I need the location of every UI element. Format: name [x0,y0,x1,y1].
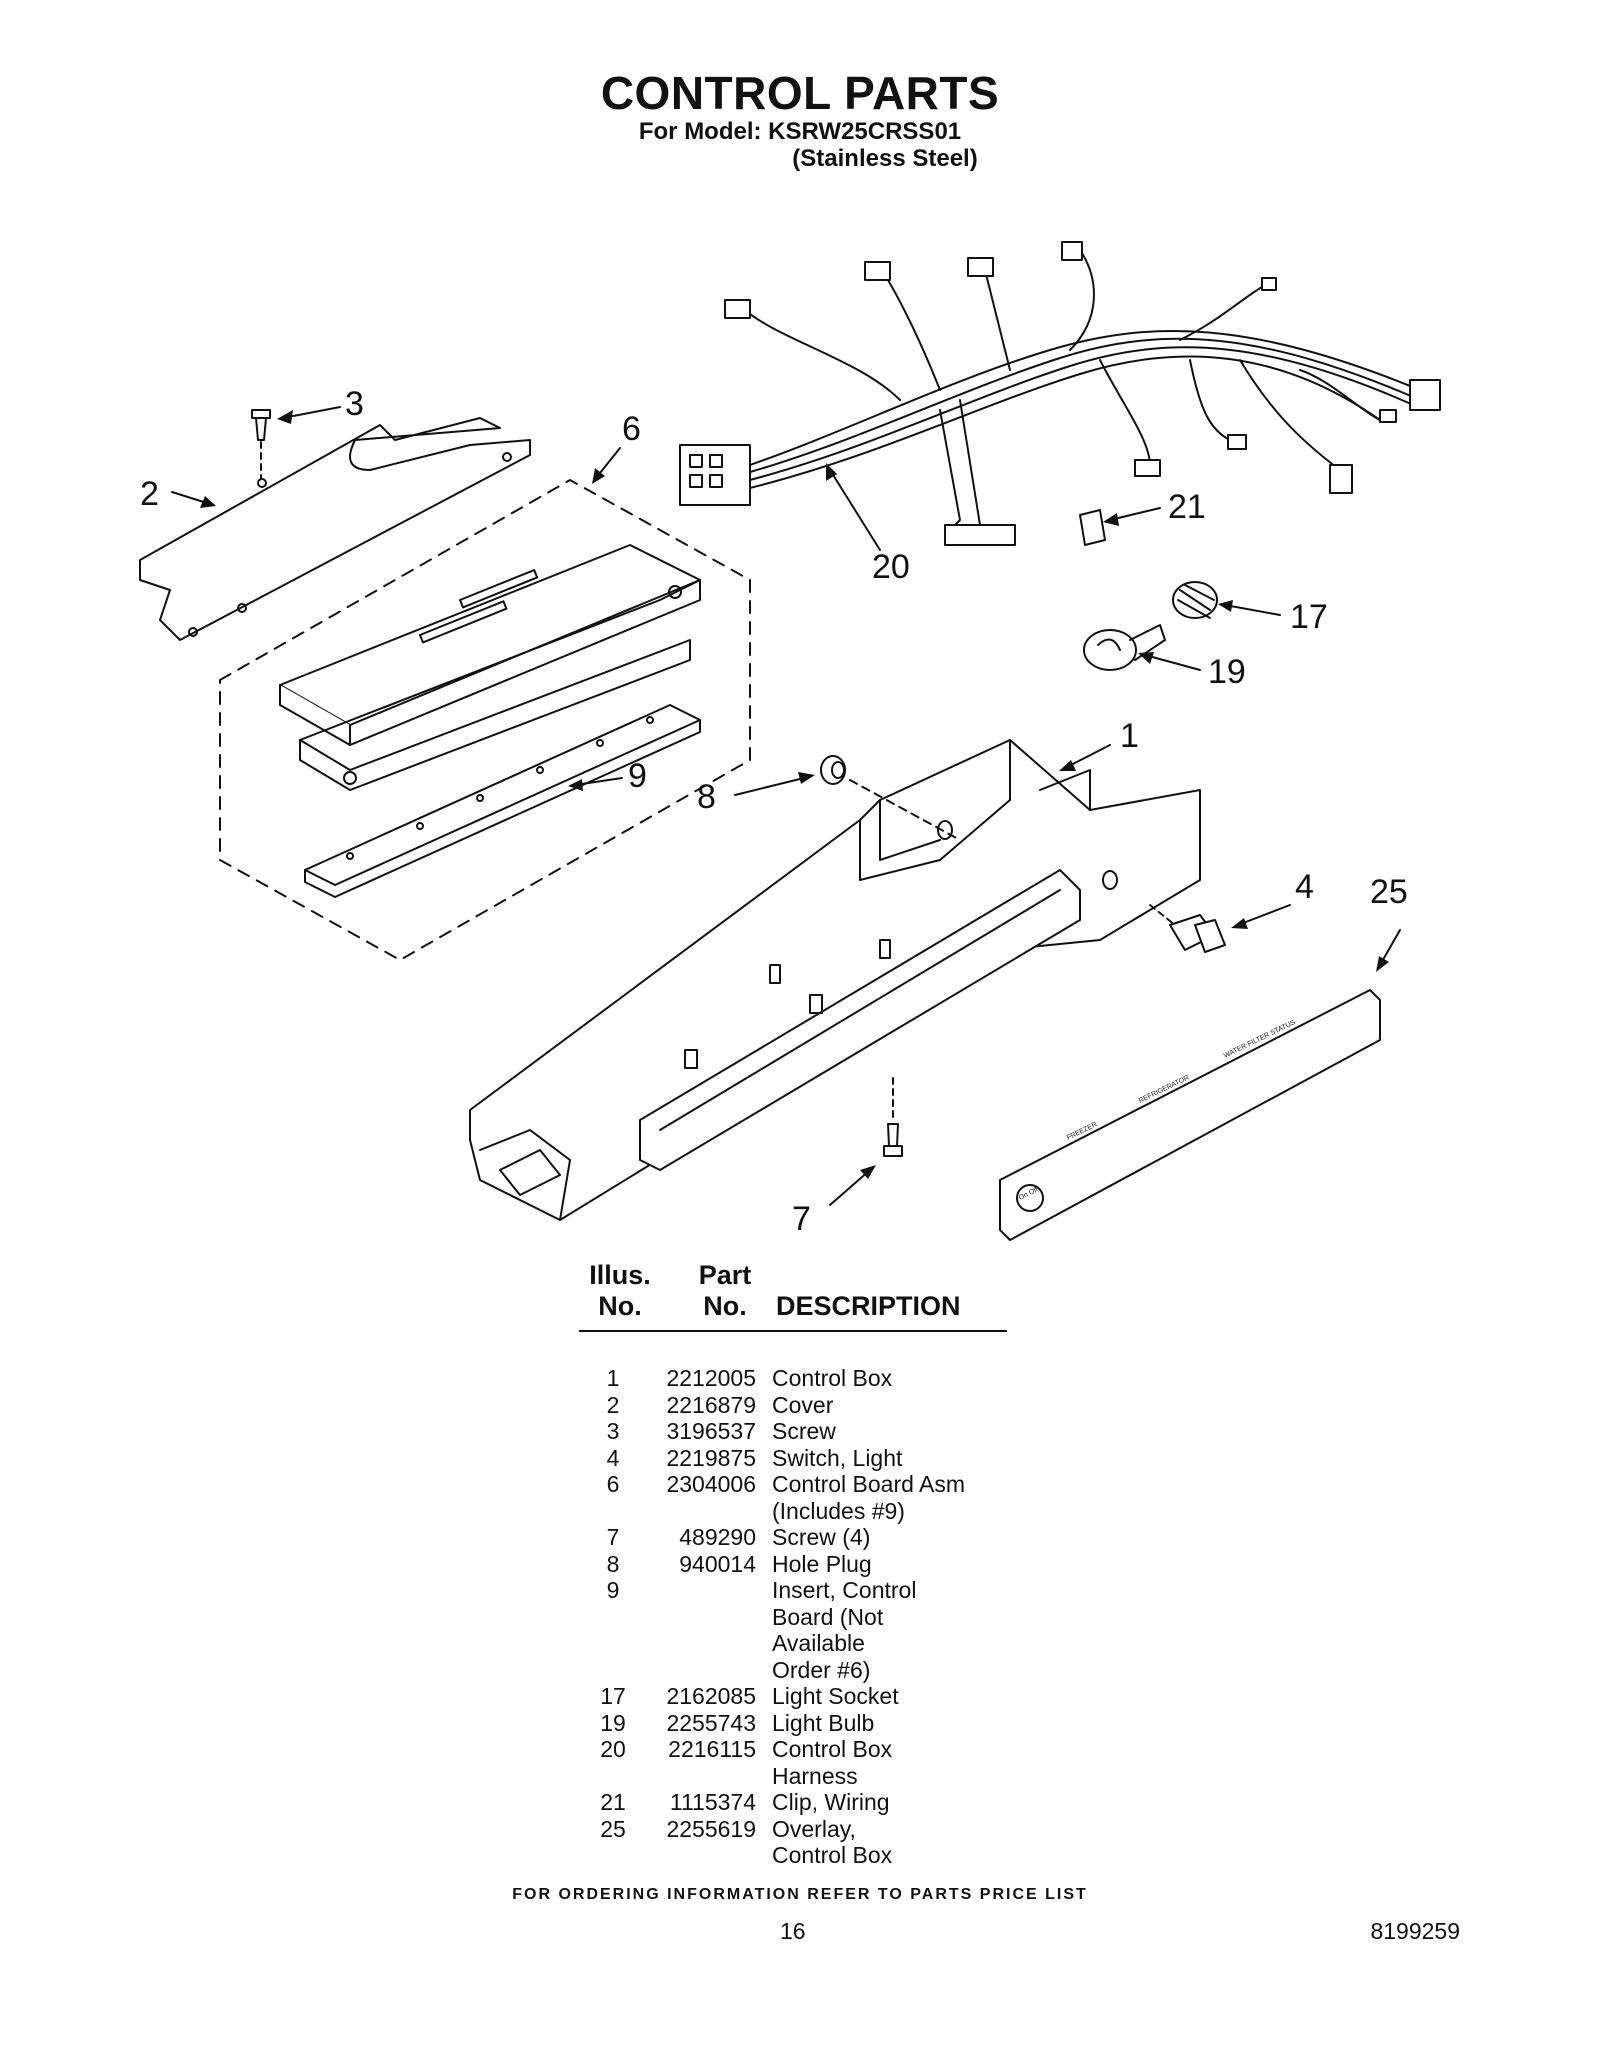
row-illus-no: 4 [606,1444,620,1471]
header-illus-top: Illus. [589,1260,651,1290]
header-description: DESCRIPTION [776,1291,961,1321]
callout-4: 4 [1295,868,1314,906]
row-description: Switch, Light [772,1444,903,1471]
table-row: 2 2216879 Cover [580,1392,965,1419]
row-illus-no: 25 [600,1815,626,1842]
callout-9: 9 [628,757,647,795]
cover-plate [139,417,531,641]
wiring-clip [1079,509,1106,546]
row-description: Hole Plug [772,1550,872,1577]
row-part-no: 940014 [679,1550,756,1577]
model-subtitle: For Model: KSRW25CRSS01 (Stainless Steel… [0,118,1600,172]
row-illus-no: 7 [606,1524,620,1550]
table-row: 25 2255619 Overlay, Control Box [580,1816,965,1869]
row-description: Overlay, Control Box [772,1815,893,1869]
row-part-no: 1115374 [669,1789,756,1815]
callout-17: 17 [1290,598,1328,636]
insert-control-board [304,704,701,898]
row-illus-no: 9 [606,1577,620,1603]
light-switch [1149,904,1226,953]
light-socket-and-bulb [1083,581,1218,671]
callout-1: 1 [1120,717,1139,755]
table-row: 6 2304006 Control Board Asm (Includes #9… [580,1471,965,1524]
table-row: 9 Insert, Control Board (Not Available O… [580,1577,965,1683]
row-part-no: 2304006 [666,1471,756,1497]
table-row: 3 3196537 Screw [580,1418,965,1445]
control-board-assembly [279,544,701,791]
callout-19: 19 [1208,653,1246,691]
table-row: 19 2255743 Light Bulb [580,1710,965,1737]
row-part-no: 2216879 [666,1391,756,1418]
callout-21: 21 [1168,488,1206,526]
row-part-no: 2212005 [666,1365,756,1391]
document-number: 8199259 [1370,1918,1460,1944]
control-box-overlay [999,989,1381,1241]
row-part-no: 489290 [679,1524,756,1550]
row-part-no: 2162085 [666,1683,756,1709]
page-number: 16 [780,1918,806,1944]
parts-list: 1 2212005 Control Box 2 2216879 Cover 3 … [580,1365,965,1869]
table-row: 20 2216115 Control Box Harness [580,1736,965,1789]
row-illus-no: 19 [600,1709,626,1736]
row-description: Light Bulb [772,1709,875,1736]
callout-numbers: 3 2 6 20 21 17 19 1 8 9 4 25 7 [140,385,1408,1238]
header-part-top: Part [698,1260,752,1290]
leader-lines [171,406,1401,1206]
table-row: 1 2212005 Control Box [580,1365,965,1392]
row-description: Control Box [772,1365,893,1391]
callout-7: 7 [792,1200,811,1238]
control-box [469,739,1201,1221]
row-description: Light Socket [772,1683,899,1709]
table-row: 21 1115374 Clip, Wiring [580,1789,965,1816]
callout-2: 2 [140,475,159,513]
row-illus-no: 2 [606,1391,620,1418]
table-row: 4 2219875 Switch, Light [580,1445,965,1472]
row-part-no: 2255619 [666,1815,756,1842]
callout-3: 3 [345,385,364,423]
callout-6: 6 [622,410,641,448]
row-illus-no: 17 [600,1683,626,1709]
exploded-parts-diagram: 3 2 6 20 21 17 19 1 8 9 4 25 7 FREEZER R… [139,241,1441,1241]
control-box-harness [679,241,1441,546]
row-illus-no: 20 [600,1736,626,1762]
header-illus-bottom: No. [598,1291,642,1321]
finish-line: (Stainless Steel) [792,145,978,172]
row-part-no: 2255743 [666,1709,756,1736]
row-part-no: 3196537 [666,1418,756,1444]
row-description: Screw [772,1418,836,1444]
table-row: 8 940014 Hole Plug [580,1551,965,1578]
callout-25: 25 [1370,873,1408,911]
hole-plug [820,755,961,841]
row-description: Cover [772,1391,834,1418]
row-description: Screw (4) [772,1524,871,1550]
row-part-no: 2216115 [668,1736,756,1762]
row-description: Control Board Asm (Includes #9) [772,1471,966,1524]
table-header-rule [579,1330,1007,1332]
callout-8: 8 [697,778,716,816]
header-part-bottom: No. [703,1291,747,1321]
row-description: Clip, Wiring [772,1789,890,1815]
table-row: 7 489290 Screw (4) [580,1524,965,1551]
row-description: Insert, Control Board (Not Available Ord… [772,1577,917,1683]
row-illus-no: 1 [606,1365,620,1391]
page-title: CONTROL PARTS [600,67,1000,119]
row-illus-no: 3 [606,1418,620,1444]
ordering-note: FOR ORDERING INFORMATION REFER TO PARTS … [512,1886,1088,1903]
model-line: For Model: KSRW25CRSS01 [638,118,962,145]
table-row: 17 2162085 Light Socket [580,1683,965,1710]
row-description: Control Box Harness [772,1736,893,1789]
row-illus-no: 8 [606,1550,620,1577]
row-part-no: 2219875 [666,1444,756,1471]
screw-7 [883,1077,903,1157]
row-illus-no: 21 [600,1789,626,1815]
callout-20: 20 [872,548,910,586]
screw-3 [251,409,271,479]
row-part-no [646,1577,756,1683]
row-illus-no: 6 [606,1471,620,1497]
